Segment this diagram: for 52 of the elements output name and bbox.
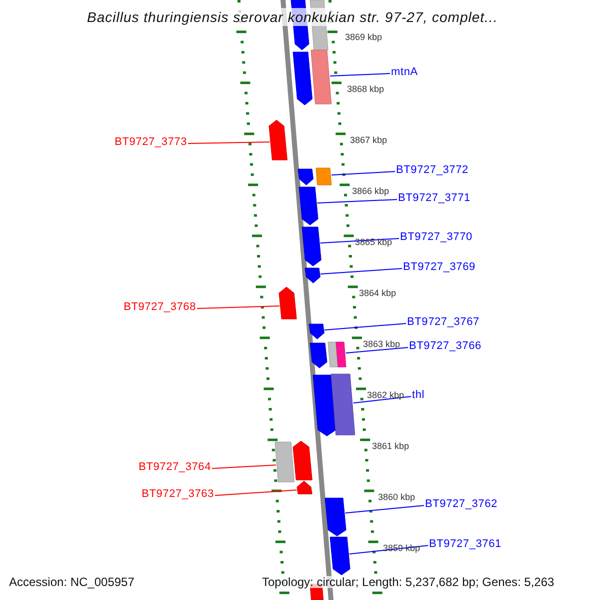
gene-block bbox=[316, 168, 332, 186]
leader-line bbox=[344, 505, 424, 514]
gene-label: BT9727_3768 bbox=[124, 302, 196, 313]
gene-label: mtnA bbox=[391, 67, 418, 78]
gene-label: BT9727_3772 bbox=[396, 165, 468, 176]
gene-block bbox=[336, 342, 346, 368]
leader-line bbox=[345, 347, 408, 354]
gene-block bbox=[330, 374, 356, 436]
gene-label: BT9727_3762 bbox=[425, 499, 498, 510]
leader-line bbox=[330, 73, 390, 76]
accession-text: Accession: NC_005957 bbox=[9, 576, 134, 588]
gene-block bbox=[274, 442, 294, 482]
leader-line bbox=[212, 464, 276, 469]
gene-label: BT9727_3763 bbox=[142, 489, 214, 500]
gene-label: BT9727_3771 bbox=[398, 193, 470, 204]
gene-block bbox=[268, 120, 288, 160]
scale-tick-label: 3864 kbp bbox=[359, 289, 396, 298]
leader-line bbox=[316, 199, 398, 204]
scale-tick-label: 3860 kbp bbox=[378, 493, 416, 502]
gene-block bbox=[298, 168, 314, 186]
gene-block bbox=[328, 342, 338, 368]
gene-label: BT9727_3773 bbox=[114, 137, 187, 148]
leader-line bbox=[331, 171, 396, 176]
scale-tick-label: 3862 kbp bbox=[367, 391, 404, 400]
scale-tick-label: 3866 kbp bbox=[352, 187, 390, 196]
gene-label: thl bbox=[412, 390, 425, 401]
leader-line bbox=[324, 323, 406, 330]
gene-block bbox=[324, 498, 346, 536]
scale-tick-label: 3868 kbp bbox=[347, 85, 384, 94]
gene-label: BT9727_3767 bbox=[407, 317, 480, 328]
gene-block bbox=[310, 50, 332, 104]
gene-block bbox=[278, 286, 297, 320]
gene-block bbox=[330, 536, 350, 576]
gene-block bbox=[292, 52, 312, 106]
scale-tick-label: 3869 kbp bbox=[345, 33, 382, 42]
gene-label: BT9727_3769 bbox=[403, 262, 476, 273]
genome-info-text: Topology: circular; Length: 5,237,682 bp; Genes: 5,263 bbox=[262, 576, 554, 588]
gene-label: BT9727_3766 bbox=[409, 341, 482, 352]
gene-label: BT9727_3770 bbox=[400, 232, 472, 243]
gene-label: BT9727_3764 bbox=[138, 462, 211, 473]
scale-tick-label: 3863 kbp bbox=[363, 340, 400, 349]
leader-line bbox=[214, 490, 298, 496]
gene-block bbox=[312, 374, 336, 436]
leader-line bbox=[188, 142, 270, 144]
leader-line bbox=[196, 306, 280, 309]
leader-line bbox=[352, 396, 412, 404]
gene-label: BT9727_3761 bbox=[429, 539, 502, 550]
scale-tick-label: 3861 kbp bbox=[372, 442, 410, 451]
scale-tick-label: 3867 kbp bbox=[350, 136, 388, 145]
leader-line bbox=[320, 268, 402, 274]
gene-block bbox=[310, 342, 328, 368]
gene-block bbox=[308, 324, 324, 340]
